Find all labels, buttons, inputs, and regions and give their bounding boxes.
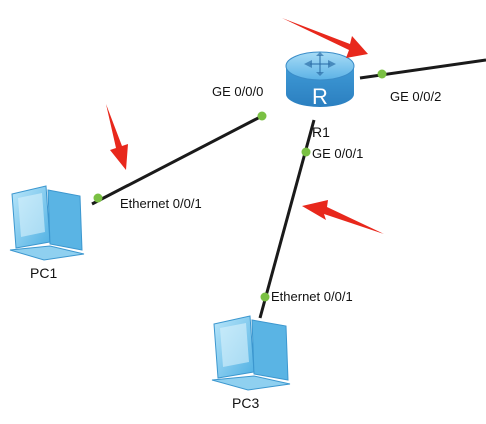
port-label-r1-ge002: GE 0/0/2 (390, 89, 441, 104)
port-label-pc3-eth: Ethernet 0/0/1 (271, 289, 353, 304)
port-label-r1-ge000: GE 0/0/0 (212, 84, 263, 99)
annotation-arrow-top (282, 18, 368, 58)
annotation-arrow-left (106, 104, 128, 170)
port-dot-r1-ge000[interactable] (257, 111, 267, 121)
port-label-pc1-eth: Ethernet 0/0/1 (120, 196, 202, 211)
pc1-name-label: PC1 (30, 265, 57, 281)
port-dot-pc1-eth[interactable] (93, 193, 103, 203)
link-r1-pc1[interactable] (91, 114, 263, 206)
annotation-arrow-middle (302, 200, 384, 234)
port-dot-pc3-eth[interactable] (260, 292, 270, 302)
port-dot-r1-ge002[interactable] (377, 69, 387, 79)
pc-icon (211, 315, 291, 391)
port-dot-r1-ge001[interactable] (301, 147, 311, 157)
pc1[interactable] (9, 185, 85, 261)
pc3-name-label: PC3 (232, 395, 259, 411)
router-r1[interactable]: R (285, 51, 355, 109)
router-name-label: R1 (312, 124, 330, 140)
pc-icon (9, 185, 85, 261)
pc3[interactable] (211, 315, 291, 391)
svg-text:R: R (312, 84, 328, 109)
port-label-r1-ge001: GE 0/0/1 (312, 146, 363, 161)
router-icon: R (285, 51, 355, 109)
